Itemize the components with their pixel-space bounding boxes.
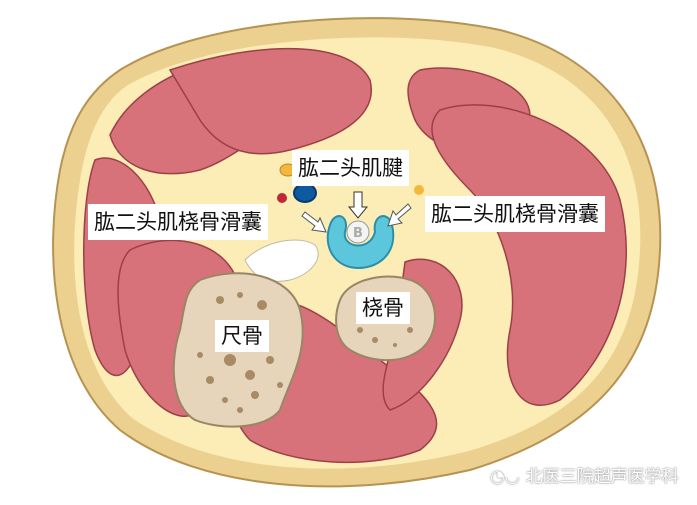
artery-red (277, 193, 287, 203)
arrow-left-bursa-icon (301, 211, 327, 233)
watermark-text: 北医三院超声医学科 (525, 467, 679, 487)
nerve-yellow (414, 185, 424, 195)
vein-blue (293, 183, 317, 203)
label-biceps-tendon: 肱二头肌腱 (292, 150, 409, 186)
watermark: ◔◡北医三院超声医学科 (490, 462, 679, 487)
label-bursa-left: 肱二头肌桡骨滑囊 (88, 204, 268, 240)
muscle-top (168, 47, 373, 155)
wechat-icon: ◔◡ (490, 467, 520, 487)
tendon-marker-letter: B (353, 226, 363, 241)
arrow-down-icon (347, 191, 369, 219)
muscle-right-lateral (431, 104, 627, 406)
label-ulna: 尺骨 (215, 320, 269, 352)
bicipitoradial-bursa (326, 215, 395, 270)
label-bursa-right: 肱二头肌桡骨滑囊 (425, 196, 605, 232)
biceps-tendon-marker (346, 220, 370, 244)
bone-marrow-spots (197, 292, 413, 413)
arrow-right-bursa-icon (387, 203, 412, 227)
label-radius: 桡骨 (356, 292, 410, 324)
